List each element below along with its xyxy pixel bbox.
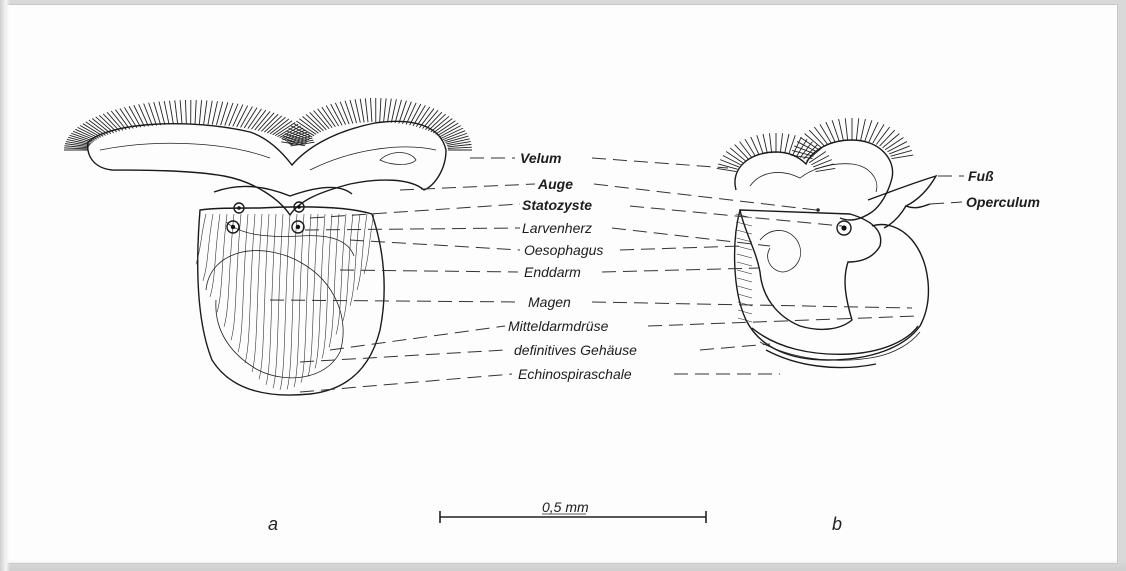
figure-letter-b: b <box>832 514 842 534</box>
figure-letter-a: a <box>268 514 278 534</box>
label-mitteldarmdruese: Mitteldarmdrüse <box>508 318 609 334</box>
shell-striations-a <box>196 214 374 390</box>
figure-a-larva <box>64 98 472 395</box>
label-oesophagus: Oesophagus <box>524 242 603 258</box>
label-auge: Auge <box>537 176 573 192</box>
scale-bar-label: 0,5 mm <box>542 499 589 515</box>
label-statozyste: Statozyste <box>522 197 592 213</box>
velum-cilia-a <box>64 98 472 150</box>
label-magen: Magen <box>528 294 571 310</box>
label-larvenherz: Larvenherz <box>522 220 592 236</box>
labels: Velum Auge Statozyste Larvenherz Oesopha… <box>508 150 1040 382</box>
label-velum: Velum <box>520 150 562 166</box>
label-operculum: Operculum <box>966 194 1040 210</box>
label-echinospiraschale: Echinospiraschale <box>518 366 632 382</box>
scale-bar: 0,5 mm <box>440 499 706 523</box>
label-definitives-gehaeuse: definitives Gehäuse <box>514 342 637 358</box>
figure-b-larva <box>717 118 936 368</box>
velum-cilia-b <box>717 118 913 172</box>
label-fuss: Fuß <box>968 168 994 184</box>
label-enddarm: Enddarm <box>524 264 581 280</box>
